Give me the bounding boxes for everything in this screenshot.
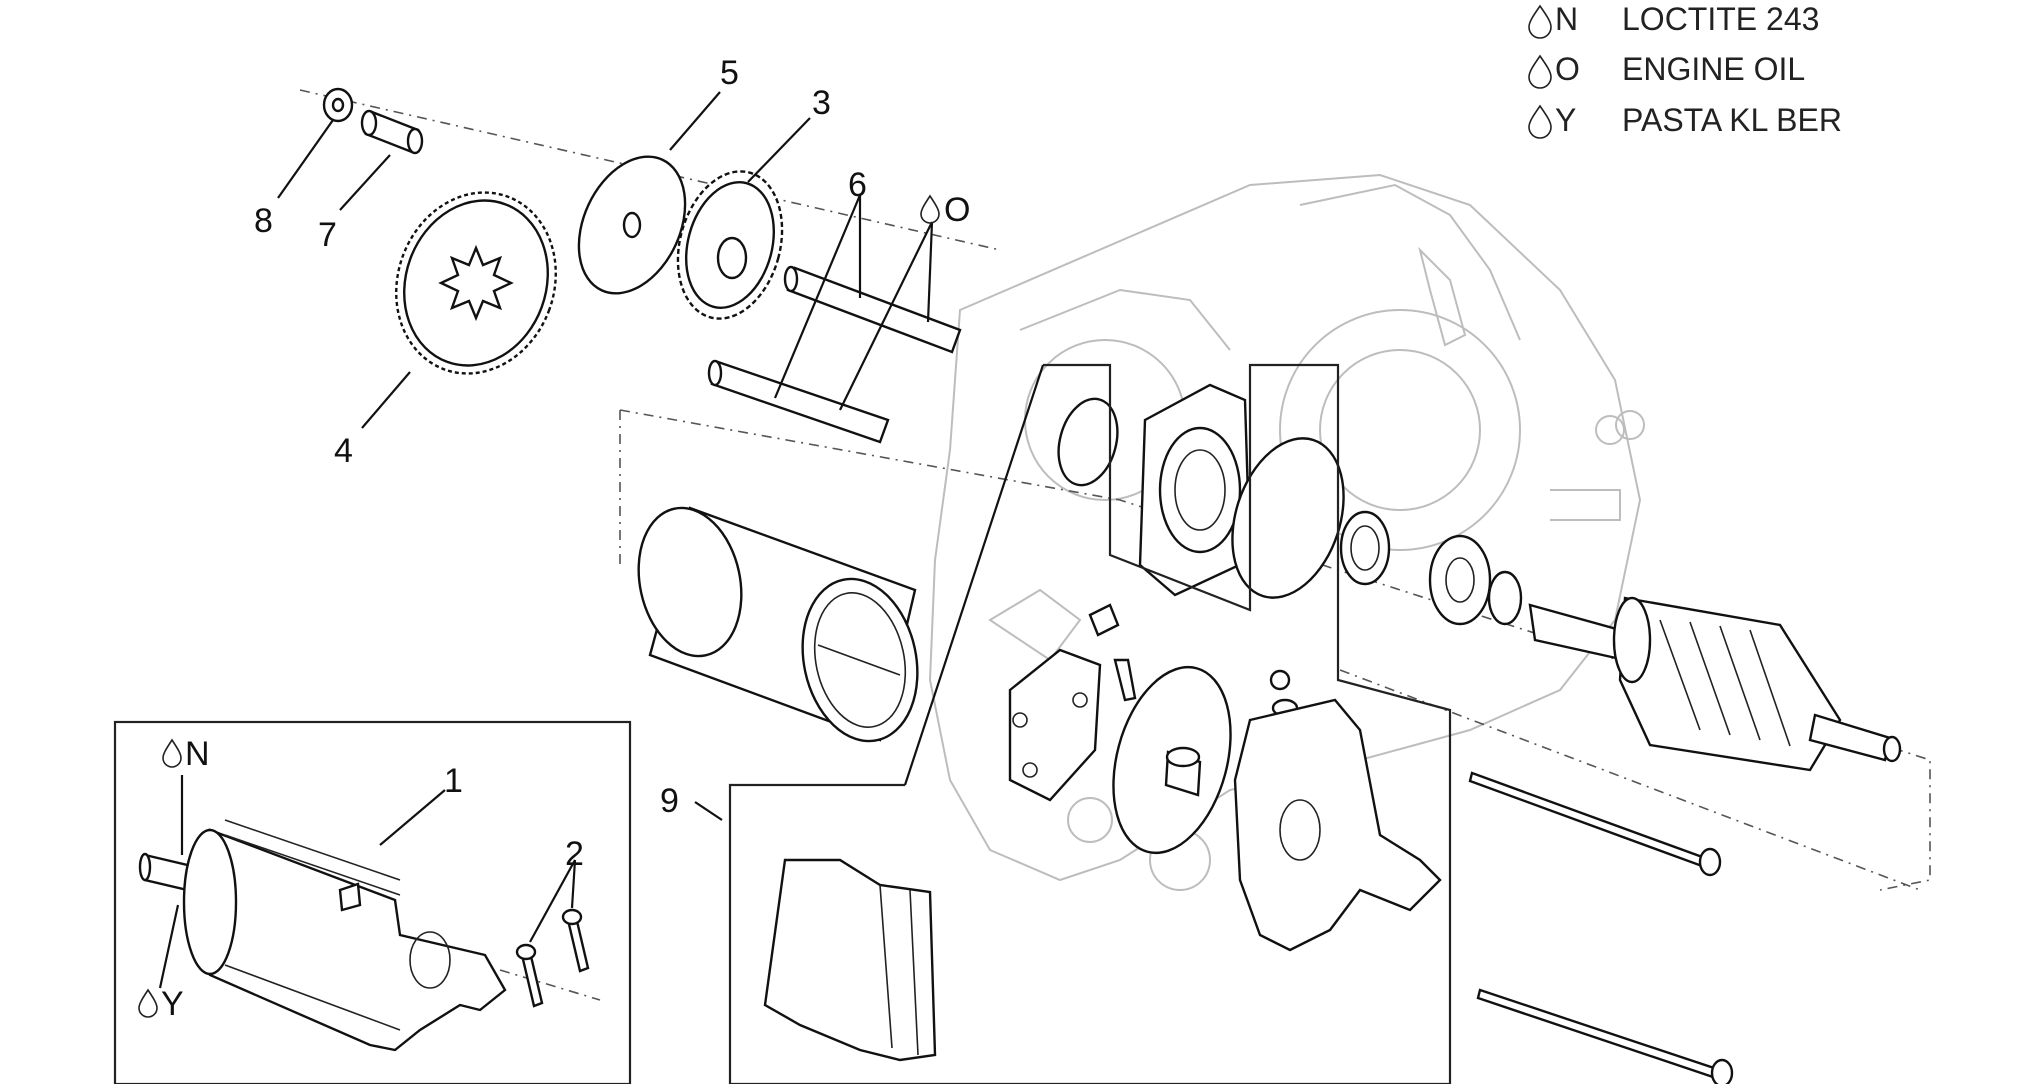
end-cap-assembly (1008, 603, 1442, 952)
part-3-intermediate-gear: 3 (676, 84, 831, 320)
legend-code: N (1555, 1, 1578, 37)
legend: N LOCTITE 243 O ENGINE OIL Y PASTA KL BE… (1528, 1, 1842, 139)
callout-1: 1 (444, 762, 463, 800)
marker-y: Y (161, 985, 184, 1023)
seals-and-flange (1057, 383, 1523, 626)
legend-row-o: O ENGINE OIL (1528, 51, 1805, 89)
callout-9: 9 (660, 782, 679, 820)
callout-6: 6 (848, 166, 867, 204)
part-9-kit-box: 9 (660, 363, 1452, 1084)
part-5-thrust-washer: 5 (577, 54, 739, 295)
legend-label: PASTA KL BER (1622, 102, 1842, 138)
callout-2: 2 (565, 835, 584, 873)
part-8-washer: 8 (254, 87, 354, 240)
part-4-reduction-gear: 4 (334, 191, 557, 470)
callout-3: 3 (812, 84, 831, 122)
droplet-icon (1528, 104, 1552, 139)
droplet-icon (920, 194, 940, 224)
callout-7: 7 (318, 216, 337, 254)
legend-row-y: Y PASTA KL BER (1528, 102, 1842, 139)
legend-code: O (1555, 51, 1580, 87)
callout-5: 5 (720, 54, 739, 92)
oil-marker: O (944, 191, 970, 229)
armature (1528, 596, 1902, 772)
legend-row-n: N LOCTITE 243 (1528, 1, 1819, 39)
part-7-bushing: 7 (318, 109, 424, 254)
through-bolts (1468, 771, 1734, 1084)
marker-n: N (185, 735, 210, 773)
callout-8: 8 (254, 202, 273, 240)
droplet-icon (1528, 54, 1552, 89)
legend-code: Y (1555, 102, 1576, 138)
part-1-2-inset-box: N Y 1 2 (113, 720, 632, 1084)
legend-label: LOCTITE 243 (1622, 1, 1819, 37)
droplet-icon (1528, 4, 1552, 39)
legend-label: ENGINE OIL (1622, 51, 1805, 87)
motor-housing (637, 506, 919, 743)
part-6-pins: 6 O (707, 166, 970, 444)
droplet-icon (162, 738, 182, 768)
droplet-icon (138, 988, 158, 1018)
callout-4: 4 (334, 432, 353, 470)
